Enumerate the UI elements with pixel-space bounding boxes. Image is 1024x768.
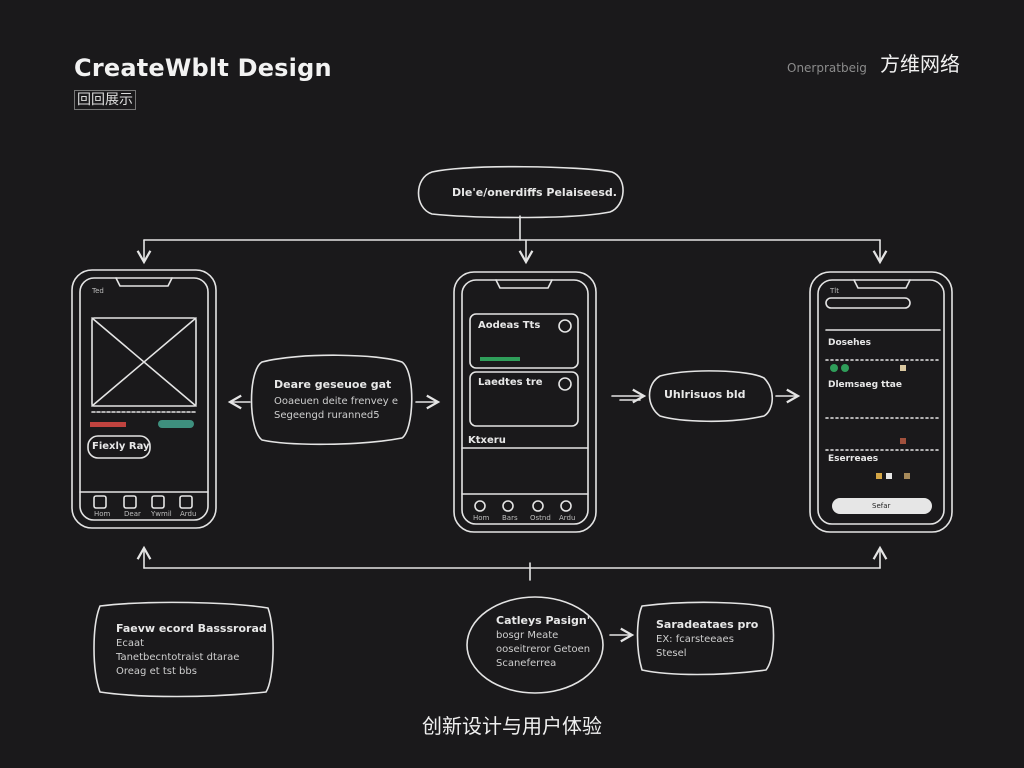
phone-right-section: Eserreaes xyxy=(828,454,879,464)
right-note-bubble xyxy=(648,370,774,423)
top-bubble xyxy=(417,165,624,219)
bottom-left-title: Faevw ecord Basssrorad xyxy=(116,622,267,635)
bottom-left-line: Ecaat xyxy=(116,638,144,649)
phone-mid-section: Ktxeru xyxy=(468,435,506,446)
phone-mid-card2-title: Laedtes tre xyxy=(478,377,543,388)
left-note-bubble xyxy=(250,354,413,446)
phone-mid xyxy=(453,271,597,533)
left-note-line: Ooaeuen deite frenvey e xyxy=(274,396,399,407)
phone-mid-tab[interactable]: Hom xyxy=(473,514,490,522)
bottom-center-title: Catleys Pasign' xyxy=(496,614,591,627)
bottom-right-title: Saradeataes pro xyxy=(656,618,759,631)
bottom-right-line: Stesel xyxy=(656,648,687,659)
bottom-left-line: Tanetbecntotraist dtarae xyxy=(116,652,240,663)
phone-mid-tab[interactable]: Bars xyxy=(502,514,518,522)
phone-mid-tab[interactable]: Ostnd xyxy=(530,514,551,522)
phone-right-status: Tlt xyxy=(830,287,839,295)
bottom-center-bubble xyxy=(466,596,604,694)
header-tag: Onerpratbeig xyxy=(787,61,867,75)
brand-name: 方维网络 xyxy=(880,52,960,76)
phone-mid-card1-title: Aodeas Tts xyxy=(478,320,541,331)
bottom-center-line: Scaneferrea xyxy=(496,658,557,669)
bottom-center-line: bosgr Meate xyxy=(496,630,559,641)
accents xyxy=(90,357,932,514)
bottom-right-box xyxy=(636,601,775,676)
bottom-right-line: EX: fcarsteeaes xyxy=(656,634,734,645)
top-bubble-label: Dle'e/onerdiffs Pelaiseesd. xyxy=(452,186,617,199)
left-note-title: Deare geseuoe gat xyxy=(274,378,392,391)
bottom-center-line: ooseitreror Getoen xyxy=(496,644,591,655)
phone-left xyxy=(71,269,217,529)
left-note-line: Segeengd ruranned5 xyxy=(274,410,380,421)
phone-right-section: Dlemsaeg ttae xyxy=(828,380,902,390)
phone-left-tab[interactable]: Hom xyxy=(94,510,111,518)
phone-right-button[interactable]: Sefar xyxy=(872,502,891,510)
slide-caption: 创新设计与用户体验 xyxy=(422,714,602,738)
bottom-left-line: Oreag et tst bbs xyxy=(116,666,197,677)
page-title: CreateWblt Design xyxy=(74,54,332,82)
phone-right xyxy=(809,271,953,533)
phone-right-section: Dosehes xyxy=(828,338,871,348)
phone-left-tab[interactable]: Dear xyxy=(124,510,141,518)
page-subtitle: 回回展示 xyxy=(74,90,136,110)
phone-left-row-label: Fiexly Ray xyxy=(92,441,150,452)
right-note-label: Uhlrisuos bld xyxy=(664,388,746,401)
phone-mid-tab[interactable]: Ardu xyxy=(559,514,576,522)
phone-left-tab[interactable]: Ywmil xyxy=(151,510,172,518)
phone-left-tab[interactable]: Ardu xyxy=(180,510,197,518)
phone-left-status: Ted xyxy=(92,287,104,295)
bottom-left-box xyxy=(93,601,274,698)
